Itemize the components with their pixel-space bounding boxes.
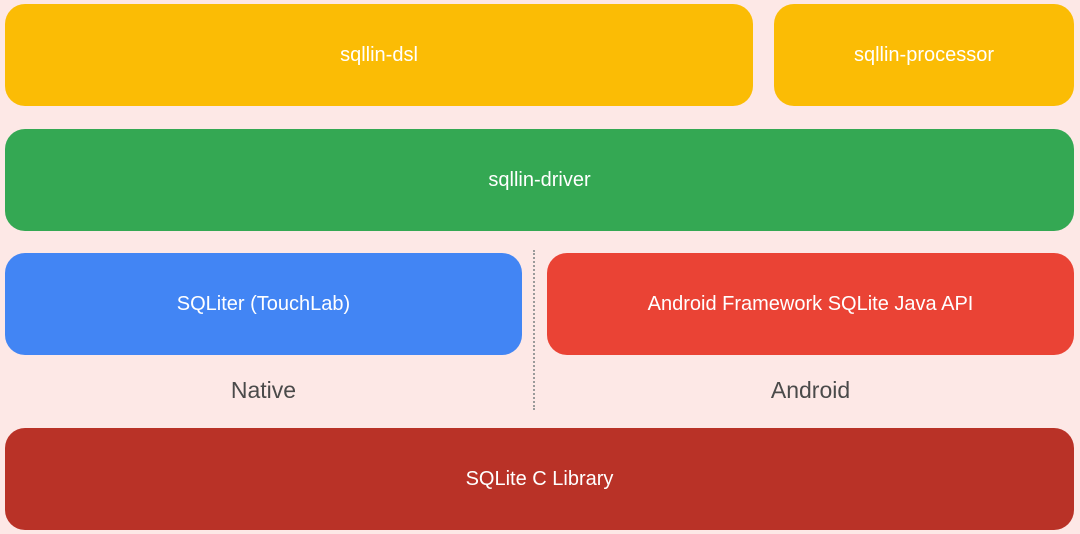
sqllin-processor-block: sqllin-processor: [774, 4, 1074, 106]
sqliter-block: SQLiter (TouchLab): [5, 253, 522, 355]
sqlite-c-library-label: SQLite C Library: [465, 467, 614, 490]
sqllin-dsl-label: sqllin-dsl: [340, 43, 418, 66]
sqllin-driver-label: sqllin-driver: [488, 168, 591, 191]
android-platform-label: Android: [770, 377, 851, 403]
sqllin-driver-block: sqllin-driver: [5, 129, 1074, 231]
android-sqlite-api-label: Android Framework SQLite Java API: [647, 292, 974, 315]
sqlite-c-library-block: SQLite C Library: [5, 428, 1074, 530]
sqllin-dsl-block: sqllin-dsl: [5, 4, 753, 106]
platform-divider: [533, 250, 535, 410]
sqliter-label: SQLiter (TouchLab): [176, 292, 351, 315]
sqllin-processor-label: sqllin-processor: [853, 43, 995, 66]
android-sqlite-api-block: Android Framework SQLite Java API: [547, 253, 1074, 355]
native-platform-label: Native: [230, 377, 297, 403]
